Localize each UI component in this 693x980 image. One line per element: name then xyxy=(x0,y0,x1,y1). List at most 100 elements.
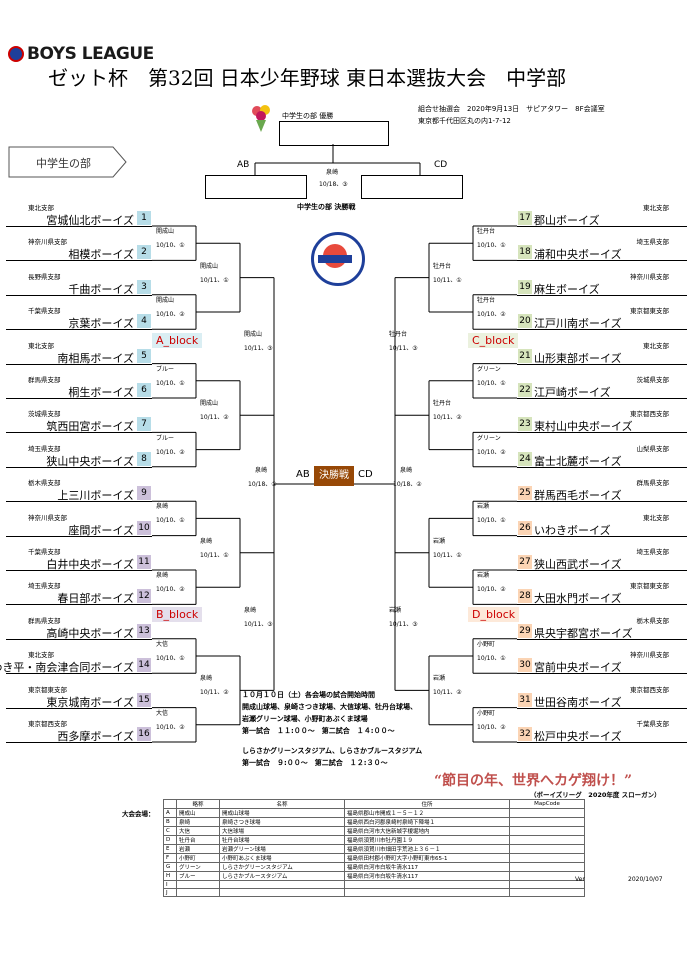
team-name: 群馬西毛ボーイズ xyxy=(534,489,622,503)
match-date: 10/11、② xyxy=(200,414,229,422)
schedule-line-2: 開成山球場、泉崎さつき球場、大信球場、牡丹台球場、 xyxy=(242,703,417,711)
team-underline xyxy=(517,432,687,434)
team-branch: 埼玉県支部 xyxy=(636,238,670,247)
logo-text: BOYS LEAGUE xyxy=(27,44,154,64)
slogan-sub: （ボーイズリーグ 2020年度 スローガン） xyxy=(530,791,661,799)
team-number: 8 xyxy=(137,451,151,466)
match-date: 10/11、② xyxy=(200,689,229,697)
team-underline xyxy=(6,570,152,571)
team-underline xyxy=(517,466,687,468)
match-date: 10/10、② xyxy=(477,586,506,594)
team-branch: 千葉県支部 xyxy=(28,307,61,316)
team-row: 神奈川県支部 相模ボーイズ 2 xyxy=(6,234,152,262)
team-name: 松戸中央ボーイズ xyxy=(534,730,622,743)
right-semifinal-date: 10/18、② xyxy=(393,481,422,488)
team-branch: 茨城県支部 xyxy=(636,376,670,384)
venue-addr: 福島県白河市白坂牛清水117 xyxy=(344,871,510,881)
team-row: 20 東京都東支部 江戸川南ボーイズ xyxy=(517,303,687,331)
venue-addr: 福島県須賀川市畑田字荒池上３６－１ xyxy=(344,844,510,854)
team-number: 1 xyxy=(137,211,151,225)
team-number: 28 xyxy=(518,589,532,604)
team-branch: 東北支部 xyxy=(643,341,669,350)
team-underline xyxy=(6,742,152,743)
venue-id: G xyxy=(163,862,177,872)
team-row: 22 茨城県支部 江戸崎ボーイズ xyxy=(517,372,687,399)
match-venue: 大信 xyxy=(156,709,169,717)
venue-addr: 福島県西白河郡泉崎村泉崎下陣場１ xyxy=(344,817,510,827)
team-name: 狭山西武ボーイズ xyxy=(534,558,622,571)
team-row: 28 東京都東支部 大田水門ボーイズ xyxy=(517,578,687,606)
boys-league-logo: BOYS LEAGUE xyxy=(8,44,154,64)
venue-col-map: MapCode xyxy=(509,799,585,809)
venue-id: A xyxy=(163,808,177,818)
venue-col-abbr: 略称 xyxy=(176,799,220,809)
match-venue: グリーン xyxy=(477,365,501,373)
final-right-box xyxy=(361,175,463,199)
team-branch: 神奈川県支部 xyxy=(28,513,67,522)
team-number: 27 xyxy=(518,555,532,569)
team-name: 山形東部ボーイズ xyxy=(534,351,622,365)
match-date: 10/11、③ xyxy=(389,345,418,353)
match-venue: 開成山 xyxy=(156,297,175,304)
team-number: 2 xyxy=(137,245,151,260)
team-number: 18 xyxy=(518,245,532,260)
match-date: 10/10、① xyxy=(477,517,506,525)
team-row: 27 埼玉県支部 狭山西武ボーイズ xyxy=(517,544,687,571)
team-name: 座間ボーイズ xyxy=(68,523,134,537)
venue-name xyxy=(219,880,345,889)
team-branch: 群馬県支部 xyxy=(28,616,61,625)
team-branch: 東北支部 xyxy=(28,651,54,660)
match-venue: 牡丹台 xyxy=(477,228,496,236)
venue-abbr: 岩瀬 xyxy=(176,844,220,854)
venue-addr xyxy=(344,880,510,889)
match-venue: 牡丹台 xyxy=(433,400,452,408)
match-date: 10/11、① xyxy=(200,276,229,284)
team-name: 宮前中央ボーイズ xyxy=(534,661,622,675)
venue-map xyxy=(509,835,585,845)
match-venue: ブルー xyxy=(156,434,175,442)
champion-box xyxy=(279,121,389,146)
venue-abbr xyxy=(176,888,220,897)
schedule-line-3: 岩瀬グリーン球場、小野町あぶくま球場 xyxy=(242,715,368,723)
version-label: Ver xyxy=(575,876,585,883)
team-underline xyxy=(517,501,687,503)
block-c-label: C_block xyxy=(468,333,519,348)
match-venue: 牡丹台 xyxy=(389,331,408,339)
team-name: 江戸川南ボーイズ xyxy=(534,317,622,331)
venue-id: H xyxy=(163,871,177,881)
match-date: 10/11、③ xyxy=(244,345,273,353)
team-number: 20 xyxy=(518,314,532,329)
team-number: 17 xyxy=(518,211,532,225)
match-venue: 小野町 xyxy=(477,641,496,648)
match-venue: 泉崎 xyxy=(156,572,169,580)
venue-row: J xyxy=(163,888,585,897)
team-row: 東京都東支部 東京城南ボーイズ 15 xyxy=(6,682,152,709)
team-row: 30 神奈川県支部 宮前中央ボーイズ xyxy=(517,647,687,675)
team-branch: 埼玉県支部 xyxy=(636,548,670,556)
match-date: 10/10、② xyxy=(156,448,185,456)
schedule-line-5: しらさかグリーンスタジアム、しらさかブルースタジアム xyxy=(242,747,423,755)
team-row: 群馬県支部 桐生ボーイズ 6 xyxy=(6,372,152,399)
match-venue: 開成山 xyxy=(200,400,219,408)
venue-addr: 福島県白河市白坂牛清水117 xyxy=(344,862,510,872)
team-number: 21 xyxy=(518,348,532,363)
team-row: 東北支部 南相馬ボーイズ 5 xyxy=(6,338,152,365)
venue-addr: 福島県田村郡小野町大字小野町東市65-1 xyxy=(344,853,510,863)
team-underline xyxy=(6,466,152,468)
team-underline xyxy=(517,329,687,331)
match-venue: 開成山 xyxy=(244,331,263,339)
team-underline xyxy=(6,432,152,434)
team-number: 30 xyxy=(518,658,532,673)
team-number: 26 xyxy=(518,520,532,535)
team-name: 世田谷南ボーイズ xyxy=(534,695,622,709)
team-name: 上三川ボーイズ xyxy=(57,489,134,503)
match-venue: 牡丹台 xyxy=(477,297,496,304)
match-venue: 岩瀬 xyxy=(433,675,446,683)
team-branch: 栃木県支部 xyxy=(28,479,61,488)
venue-abbr: グリーン xyxy=(176,862,220,872)
center-ab-label: AB xyxy=(296,469,310,480)
team-name: 桐生ボーイズ xyxy=(68,386,134,399)
venue-name: 開成山球場 xyxy=(219,808,345,818)
venue-abbr: 大信 xyxy=(176,826,220,836)
